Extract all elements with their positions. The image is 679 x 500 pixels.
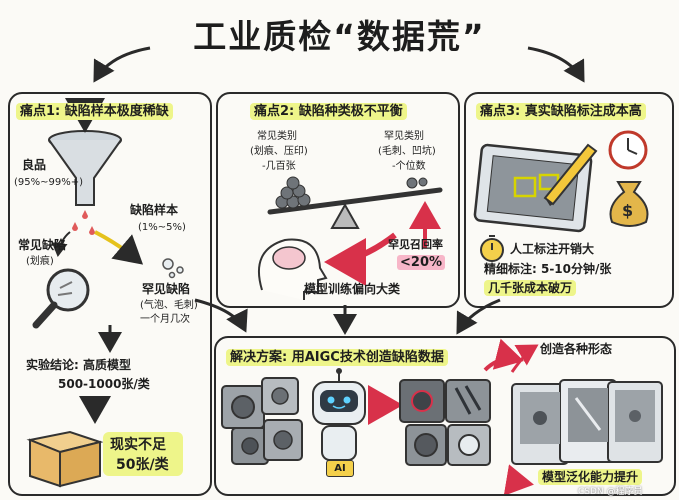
arrow-to-common xyxy=(51,231,71,257)
common-category-sub: (划痕、压印) xyxy=(250,146,308,157)
panel1-heading: 痛点1: 缺陷样本极度稀缺 xyxy=(16,100,173,120)
rare-category-count: -个位数 xyxy=(392,161,426,172)
solution-heading: 解决方案: 用AIGC技术创造缺陷数据 xyxy=(226,346,448,366)
panel2-heading: 痛点2: 缺陷种类极不平衡 xyxy=(250,100,407,120)
defect-pct: (1%~5%) xyxy=(138,222,186,233)
common-category-count: -几百张 xyxy=(262,161,296,172)
arrow-to-rare xyxy=(94,230,144,265)
panel-pain-point-2 xyxy=(216,92,460,308)
conclusion-line2: 500-1000张/类 xyxy=(58,377,150,391)
arrow-cards-generalize xyxy=(503,464,534,496)
cost-title: 人工标注开销大 xyxy=(510,242,595,256)
watermark: CSDN @程序员 xyxy=(578,487,643,497)
common-category-title: 常见类别 xyxy=(257,131,297,142)
pencil-icon xyxy=(543,143,598,206)
rare-defect-sub: (气泡、毛刺) xyxy=(140,300,198,311)
robot-icon xyxy=(312,368,366,461)
bubbles-icon xyxy=(162,258,184,279)
tablet-icon xyxy=(473,143,593,233)
rare-category-sub: (毛刺、凹坑) xyxy=(378,146,436,157)
title-arrow-left xyxy=(93,46,151,83)
brain-head-icon xyxy=(257,238,328,300)
generated-cards-icon xyxy=(511,379,663,465)
panel-pain-point-1 xyxy=(8,92,212,496)
common-defect-label: 常见缺陷 xyxy=(18,238,67,252)
recall-value: <20% xyxy=(397,255,446,270)
title-arrow-right xyxy=(527,46,585,83)
money-bag-icon: $ xyxy=(609,181,649,227)
drops-icon xyxy=(72,210,95,235)
reality-highlight xyxy=(103,432,183,476)
rare-category-title: 罕见类别 xyxy=(384,131,424,142)
model-bias-label: 模型训练偏向大类 xyxy=(304,282,401,296)
parts-left-icon xyxy=(221,377,303,465)
good-label: 良品 xyxy=(22,158,47,172)
thousands-cost-label: 几千张成本破万 xyxy=(484,280,577,296)
arrow-p3-solution xyxy=(456,298,501,335)
panel3-heading: 痛点3: 真实缺陷标注成本高 xyxy=(476,100,646,120)
ai-badge: AI xyxy=(326,460,354,477)
reality-line2: 50张/类 xyxy=(116,457,169,473)
conclusion-line1: 实验结论: 高质模型 xyxy=(26,358,131,372)
defect-label: 缺陷样本 xyxy=(130,203,179,217)
seesaw-icon xyxy=(267,176,443,229)
create-forms-label: 创造各种形态 xyxy=(540,342,613,356)
funnel-icon xyxy=(48,98,122,206)
recall-label: 罕见召回率 xyxy=(388,238,443,251)
generalize-label: 模型泛化能力提升 xyxy=(538,469,643,485)
page-title: 工业质检“数据荒” xyxy=(193,17,486,56)
empty-box-icon xyxy=(26,430,104,488)
svg-text:$: $ xyxy=(622,201,633,220)
red-arrow-curve xyxy=(324,232,397,286)
rare-defect-label: 罕见缺陷 xyxy=(142,282,191,296)
reality-line1: 现实不足 xyxy=(110,437,166,453)
stopwatch-icon xyxy=(480,235,504,262)
common-defect-sub: (划痕) xyxy=(26,256,54,267)
magnifier-icon xyxy=(32,268,90,329)
clock-icon xyxy=(608,130,648,170)
rare-defect-freq: 一个月几次 xyxy=(140,314,190,325)
fine-annotation-label: 精细标注: 5-10分钟/张 xyxy=(484,262,612,276)
panel-pain-point-3 xyxy=(464,92,674,308)
parts-middle-icon xyxy=(399,379,491,466)
good-pct: (95%~99%+) xyxy=(14,177,84,188)
arrow-p1-solution xyxy=(194,298,248,333)
panel-solution xyxy=(214,336,676,496)
arrow-create-forms xyxy=(510,344,539,373)
